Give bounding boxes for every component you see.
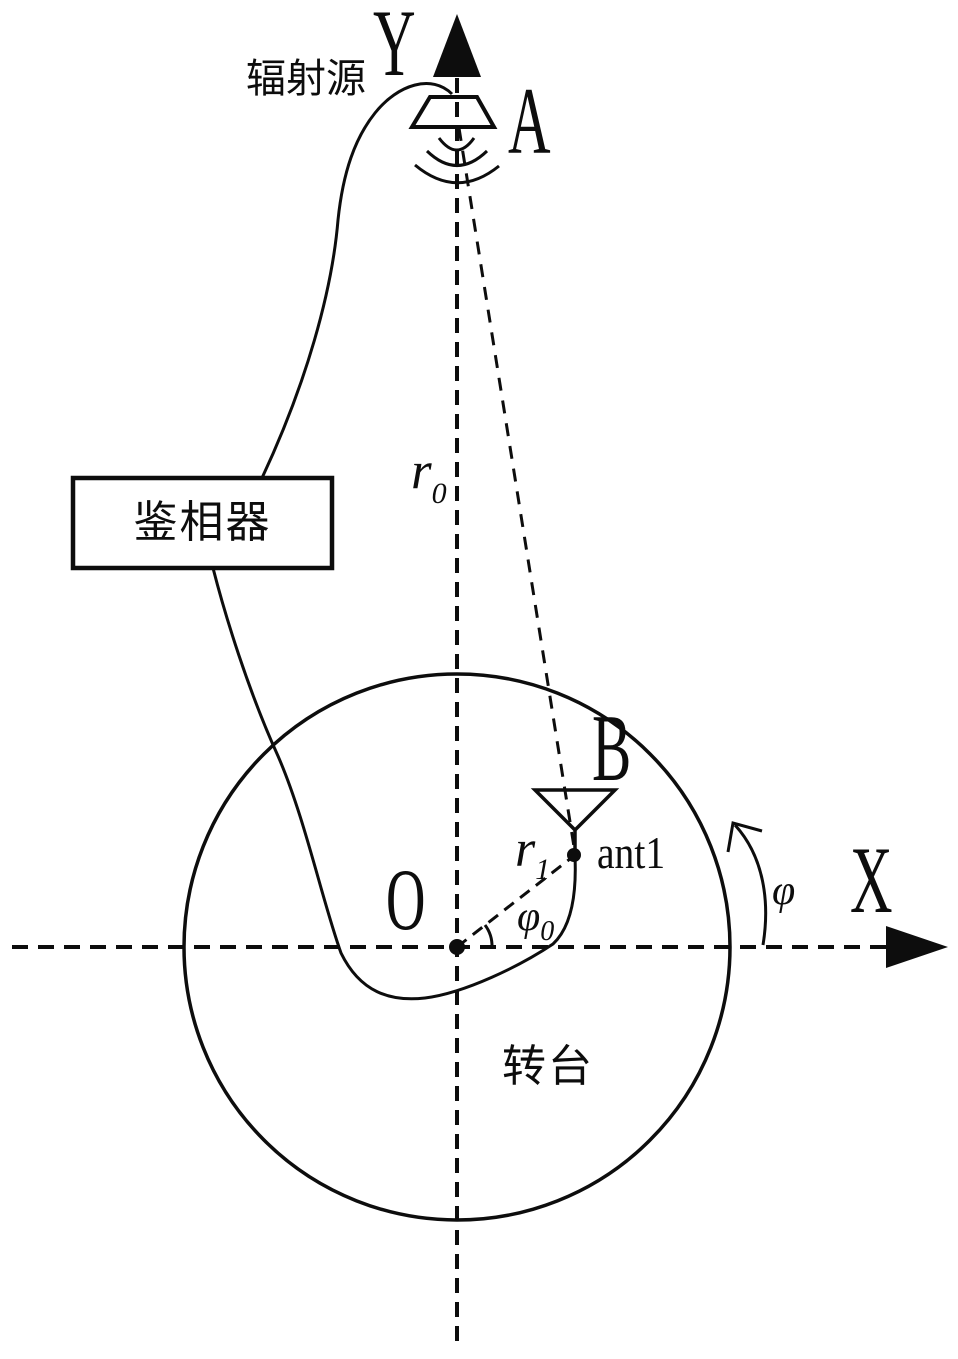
r1-radius-line <box>456 853 576 949</box>
rotation-arrow-head-icon <box>726 821 763 853</box>
x-axis-arrowhead-icon <box>886 926 948 968</box>
origin-dot <box>449 939 465 955</box>
phase-detector-label: 鉴相器 <box>133 498 272 547</box>
y-axis-label: Y <box>373 0 416 96</box>
turntable-circle <box>182 672 732 1222</box>
rotation-direction-arrow <box>733 823 768 946</box>
radiation-source-label: 辐射源 <box>246 56 366 101</box>
phi0-label: φ0 <box>517 894 555 947</box>
r0-label: r0 <box>411 442 447 510</box>
cable-detector-to-ant1 <box>211 567 577 1001</box>
y-axis-arrowhead-icon <box>433 14 481 77</box>
phase-detector-box <box>70 475 335 571</box>
radiation-waves-icon <box>414 137 500 185</box>
ant1-label: ant1 <box>597 827 666 878</box>
phi-label: φ <box>772 868 796 914</box>
x-axis-label: X <box>850 827 893 933</box>
ant1-dot <box>567 848 581 862</box>
turntable-label: 转台 <box>502 1042 594 1091</box>
point-b-label: B <box>592 695 632 801</box>
phi0-angle-arc <box>483 924 494 948</box>
cable-source-to-detector <box>260 82 454 479</box>
origin-label: O <box>386 852 426 949</box>
r1-label: r1 <box>515 821 551 886</box>
a-b-sight-line <box>457 127 577 854</box>
source-antenna-horn <box>408 95 498 129</box>
point-a-label: A <box>508 68 551 174</box>
